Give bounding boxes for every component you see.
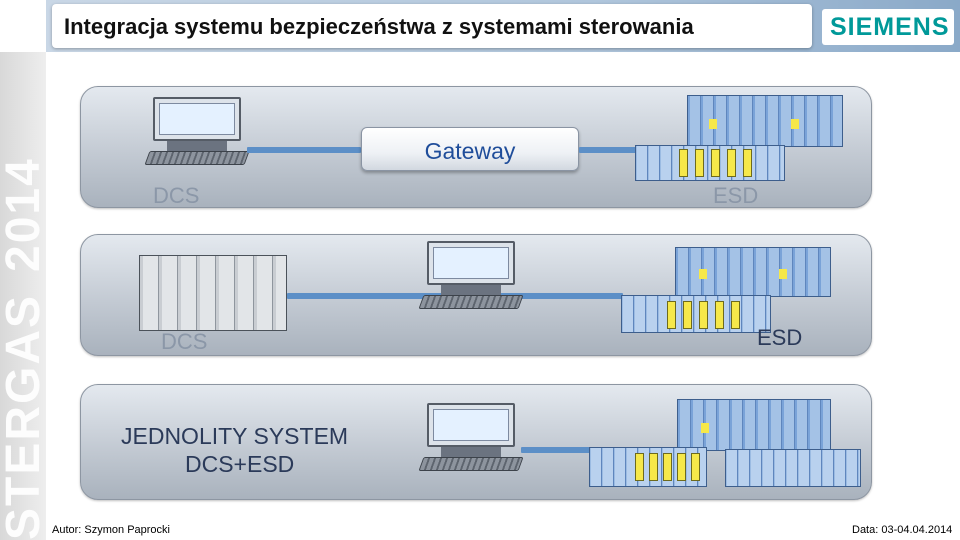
logo-box: SIEMENS [822,9,954,45]
safety-module-indicator [709,119,717,129]
safety-module [743,149,752,177]
dcs-rack [139,255,287,331]
siemens-logo: SIEMENS [830,13,950,41]
safety-module-indicator [779,269,787,279]
safety-module-indicator [791,119,799,129]
unified-system-title: JEDNOLITY SYSTEM [121,423,349,449]
panel-separate-systems: DCS ESD [80,234,872,356]
safety-module [699,301,708,329]
footer-author: Autor: Szymon Paprocki [52,524,170,536]
safety-module [695,149,704,177]
gateway-label: Gateway [424,138,516,164]
esd-label: ESD [713,183,759,208]
safety-module-indicator [699,269,707,279]
monitor-screen [433,247,509,279]
monitor-screen [159,103,235,135]
side-banner-text: STERGAS 2014 [0,52,46,540]
safety-module [731,301,740,329]
rack-lower-row [635,145,785,181]
safety-module [715,301,724,329]
rack-lower-row-safety [589,447,707,487]
network-line [247,147,361,153]
gateway-box: Gateway [361,127,579,171]
panel-gateway-architecture: Gateway DCS ESD [80,86,872,208]
monitor-base [441,285,501,295]
combined-rack [589,399,861,491]
side-banner-name: STERGAS [0,293,46,540]
monitor [427,241,515,285]
network-line [579,147,637,153]
safety-module [679,149,688,177]
monitor-base [441,447,501,457]
rack-lower-row-standard [725,449,861,487]
side-banner: STERGAS 2014 [0,52,46,540]
keyboard [418,295,524,309]
safety-module [691,453,700,481]
unified-system-subtitle: DCS+ESD [185,451,295,477]
esd-label: ESD [757,325,803,350]
network-line [521,447,631,453]
dcs-label: DCS [161,329,208,354]
monitor [153,97,241,141]
safety-module-indicator [701,423,709,433]
safety-module [649,453,658,481]
safety-module [711,149,720,177]
safety-module [727,149,736,177]
safety-module [663,453,672,481]
monitor-base [167,141,227,151]
esd-rack [635,95,845,185]
computer-icon [144,97,250,167]
dcs-label: DCS [153,183,200,208]
safety-module [635,453,644,481]
computer-icon [418,403,524,473]
footer-date: Data: 03-04.04.2014 [852,524,953,536]
monitor-screen [433,409,509,441]
keyboard [418,457,524,471]
safety-module [667,301,676,329]
esd-rack [621,247,833,337]
page-title: Integracja systemu bezpieczeństwa z syst… [64,14,694,39]
safety-module [677,453,686,481]
title-bar: Integracja systemu bezpieczeństwa z syst… [46,0,960,52]
rack-lower-row [621,295,771,333]
keyboard [144,151,250,165]
safety-module [683,301,692,329]
title-box: Integracja systemu bezpieczeństwa z syst… [52,4,812,48]
computer-icon [418,241,524,311]
side-banner-year: 2014 [0,157,46,272]
monitor [427,403,515,447]
panel-unified-system: JEDNOLITY SYSTEM DCS+ESD [80,384,872,500]
